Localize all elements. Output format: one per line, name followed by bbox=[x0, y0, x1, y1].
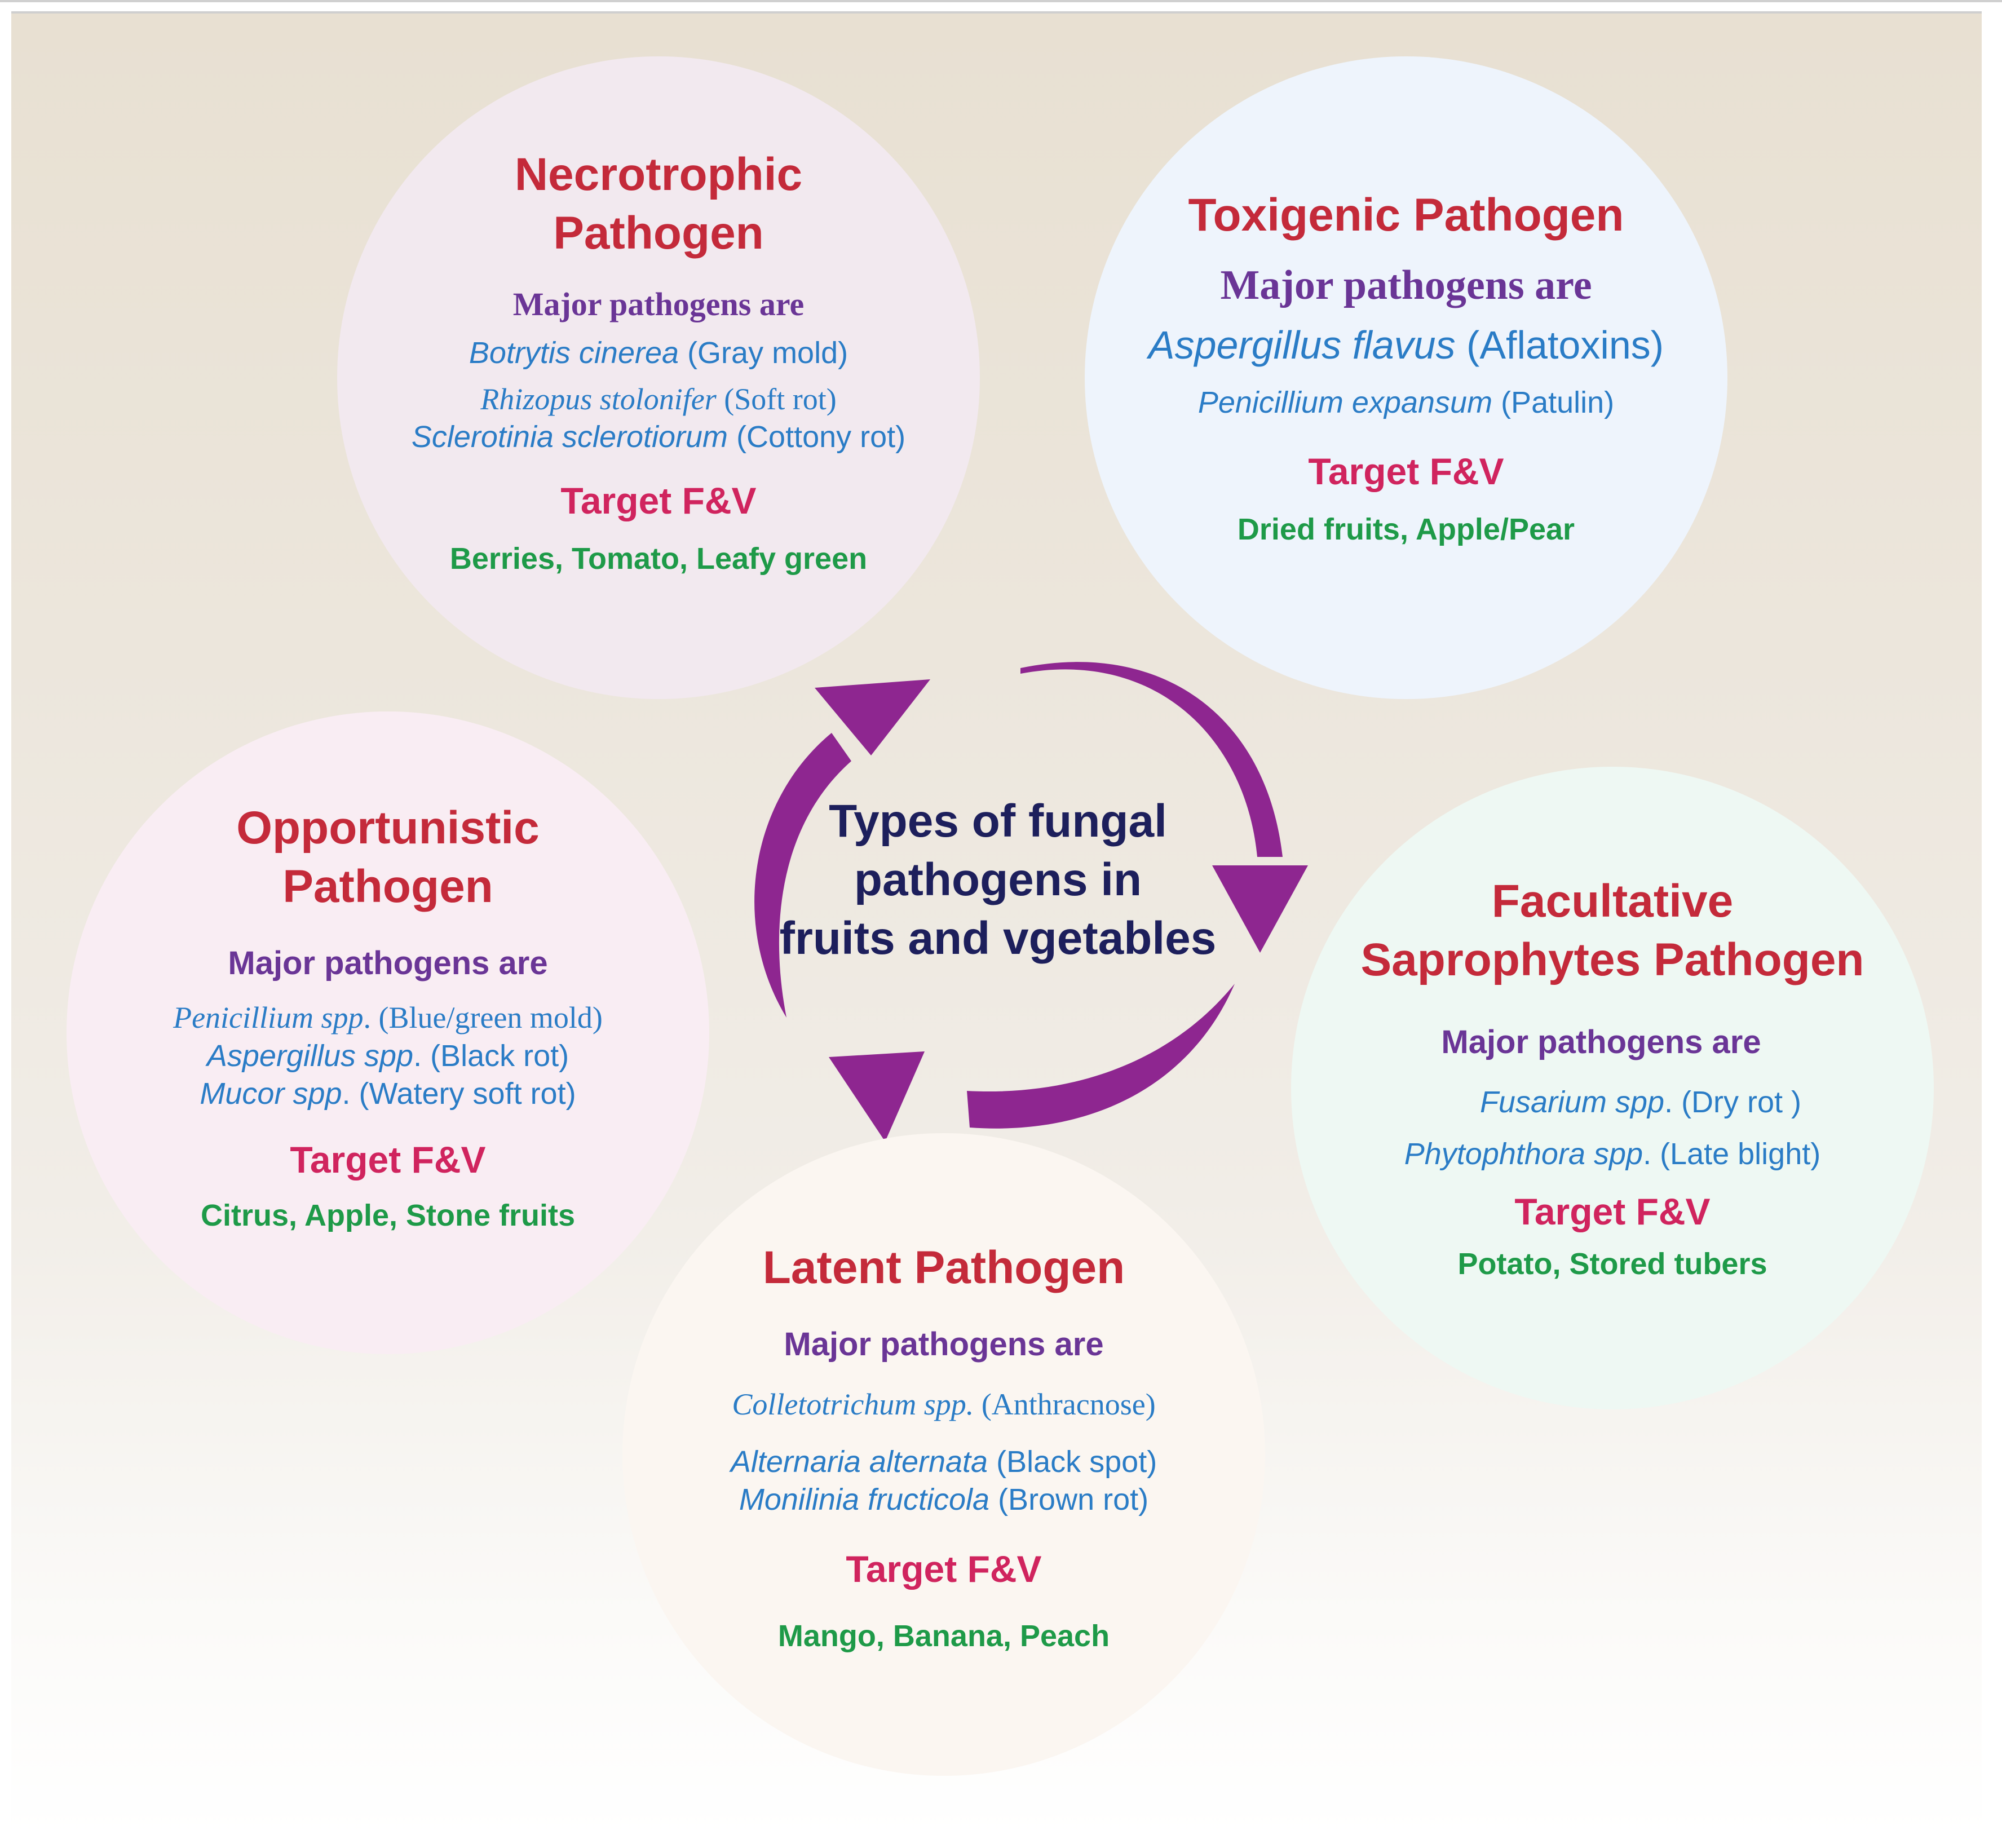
opportunistic-pathogen-1: Penicillium spp. (Blue/green mold) bbox=[173, 999, 603, 1037]
necrotrophic-pathogen-1: Botrytis cinerea (Gray mold) bbox=[469, 334, 848, 373]
species-name: Sclerotinia sclerotiorum bbox=[411, 420, 728, 454]
arrowhead-right bbox=[1212, 865, 1308, 953]
disease-name: (Anthracnose) bbox=[981, 1387, 1156, 1422]
species-name: Penicillium spp bbox=[173, 1001, 364, 1035]
species-name: Aspergillus spp bbox=[206, 1038, 414, 1073]
facultative-major-label: Major pathogens are bbox=[1441, 1024, 1761, 1060]
facultative-target-label: Target F&V bbox=[1514, 1191, 1711, 1232]
disease-name: . (Black rot) bbox=[413, 1038, 569, 1073]
opportunistic-target-label: Target F&V bbox=[290, 1138, 486, 1181]
necrotrophic-circle: Necrotrophic Pathogen Major pathogens ar… bbox=[337, 56, 980, 699]
toxigenic-pathogen-2: Penicillium expansum (Patulin) bbox=[1198, 384, 1614, 422]
facultative-title-line-2: Saprophytes Pathogen bbox=[1360, 934, 1864, 985]
species-name: Rhizopus stolonifer bbox=[480, 382, 717, 416]
species-name: Colletotrichum spp. bbox=[732, 1387, 974, 1422]
species-name: Monilinia fructicola bbox=[739, 1483, 990, 1517]
disease-name: . (Dry rot ) bbox=[1664, 1085, 1802, 1119]
necrotrophic-pathogen-2: Rhizopus stolonifer (Soft rot) bbox=[480, 381, 837, 419]
latent-major-label: Major pathogens are bbox=[784, 1326, 1104, 1363]
latent-circle: Latent Pathogen Major pathogens are Coll… bbox=[622, 1133, 1265, 1776]
toxigenic-title: Toxigenic Pathogen bbox=[1188, 189, 1624, 241]
species-name: Botrytis cinerea bbox=[469, 336, 679, 370]
necrotrophic-pathogen-3: Sclerotinia sclerotiorum (Cottony rot) bbox=[412, 418, 905, 457]
disease-name: (Gray mold) bbox=[687, 336, 848, 370]
latent-pathogen-2: Alternaria alternata (Black spot) bbox=[731, 1443, 1157, 1482]
disease-name: (Cottony rot) bbox=[736, 420, 906, 454]
opportunistic-target-fv: Citrus, Apple, Stone fruits bbox=[200, 1198, 576, 1232]
arrow-top-right bbox=[1020, 662, 1283, 857]
toxigenic-major-label: Major pathogens are bbox=[1220, 262, 1592, 308]
disease-name: (Soft rot) bbox=[724, 382, 837, 416]
necrotrophic-major-label: Major pathogens are bbox=[512, 286, 805, 323]
species-name: Aspergillus flavus bbox=[1148, 323, 1456, 367]
disease-name: (Black spot) bbox=[996, 1444, 1157, 1479]
center-title-line-2: pathogens in bbox=[854, 854, 1142, 905]
disease-name: (Aflatoxins) bbox=[1466, 323, 1664, 367]
center-title: Types of fungal pathogens in fruits and … bbox=[750, 792, 1246, 968]
species-name: Mucor spp bbox=[200, 1077, 342, 1111]
arrowhead-bottom-left bbox=[829, 1051, 925, 1142]
species-name: Phytophthora spp bbox=[1404, 1137, 1643, 1171]
opportunistic-circle: Opportunistic Pathogen Major pathogens a… bbox=[67, 711, 709, 1354]
facultative-circle: Facultative Saprophytes Pathogen Major p… bbox=[1291, 767, 1934, 1409]
center-title-line-3: fruits and vgetables bbox=[779, 913, 1217, 964]
toxigenic-target-label: Target F&V bbox=[1308, 450, 1504, 492]
toxigenic-circle: Toxigenic Pathogen Major pathogens are A… bbox=[1085, 56, 1727, 699]
center-title-line-1: Types of fungal bbox=[829, 795, 1167, 847]
disease-name: . (Watery soft rot) bbox=[342, 1077, 576, 1111]
opportunistic-title-line-2: Pathogen bbox=[282, 861, 493, 913]
species-name: Alternaria alternata bbox=[730, 1444, 988, 1479]
opportunistic-pathogen-2: Aspergillus spp. (Black rot) bbox=[207, 1037, 569, 1076]
opportunistic-title-line-1: Opportunistic bbox=[236, 802, 540, 854]
toxigenic-pathogen-1: Aspergillus flavus (Aflatoxins) bbox=[1148, 321, 1664, 370]
facultative-title-line-1: Facultative bbox=[1491, 876, 1734, 927]
species-name: Fusarium spp bbox=[1479, 1085, 1665, 1119]
facultative-target-fv: Potato, Stored tubers bbox=[1457, 1247, 1767, 1281]
latent-target-label: Target F&V bbox=[846, 1548, 1042, 1590]
facultative-pathogen-1: Fusarium spp. (Dry rot ) bbox=[1480, 1084, 1801, 1122]
facultative-pathogen-2: Phytophthora spp. (Late blight) bbox=[1404, 1135, 1820, 1174]
disease-name: . (Late blight) bbox=[1643, 1137, 1821, 1171]
latent-target-fv: Mango, Banana, Peach bbox=[777, 1619, 1110, 1653]
arrow-bottom bbox=[967, 984, 1235, 1129]
necrotrophic-title-line-2: Pathogen bbox=[553, 207, 764, 259]
disease-name: . (Blue/green mold) bbox=[363, 1001, 603, 1035]
latent-pathogen-3: Monilinia fructicola (Brown rot) bbox=[739, 1481, 1148, 1519]
arrowhead-top bbox=[815, 679, 930, 755]
necrotrophic-title-line-1: Necrotrophic bbox=[514, 149, 803, 201]
species-name: Penicillium expansum bbox=[1197, 385, 1493, 419]
opportunistic-pathogen-3: Mucor spp. (Watery soft rot) bbox=[200, 1075, 576, 1113]
arrow-left bbox=[754, 733, 851, 1018]
disease-name: (Brown rot) bbox=[998, 1483, 1149, 1517]
necrotrophic-target-fv: Berries, Tomato, Leafy green bbox=[449, 541, 868, 576]
opportunistic-major-label: Major pathogens are bbox=[228, 945, 548, 982]
disease-name: (Patulin) bbox=[1501, 385, 1615, 419]
toxigenic-target-fv: Dried fruits, Apple/Pear bbox=[1237, 512, 1575, 546]
latent-title: Latent Pathogen bbox=[762, 1242, 1125, 1294]
necrotrophic-target-label: Target F&V bbox=[560, 479, 757, 521]
top-border bbox=[0, 0, 2002, 2]
latent-pathogen-1: Colletotrichum spp. (Anthracnose) bbox=[732, 1386, 1155, 1424]
